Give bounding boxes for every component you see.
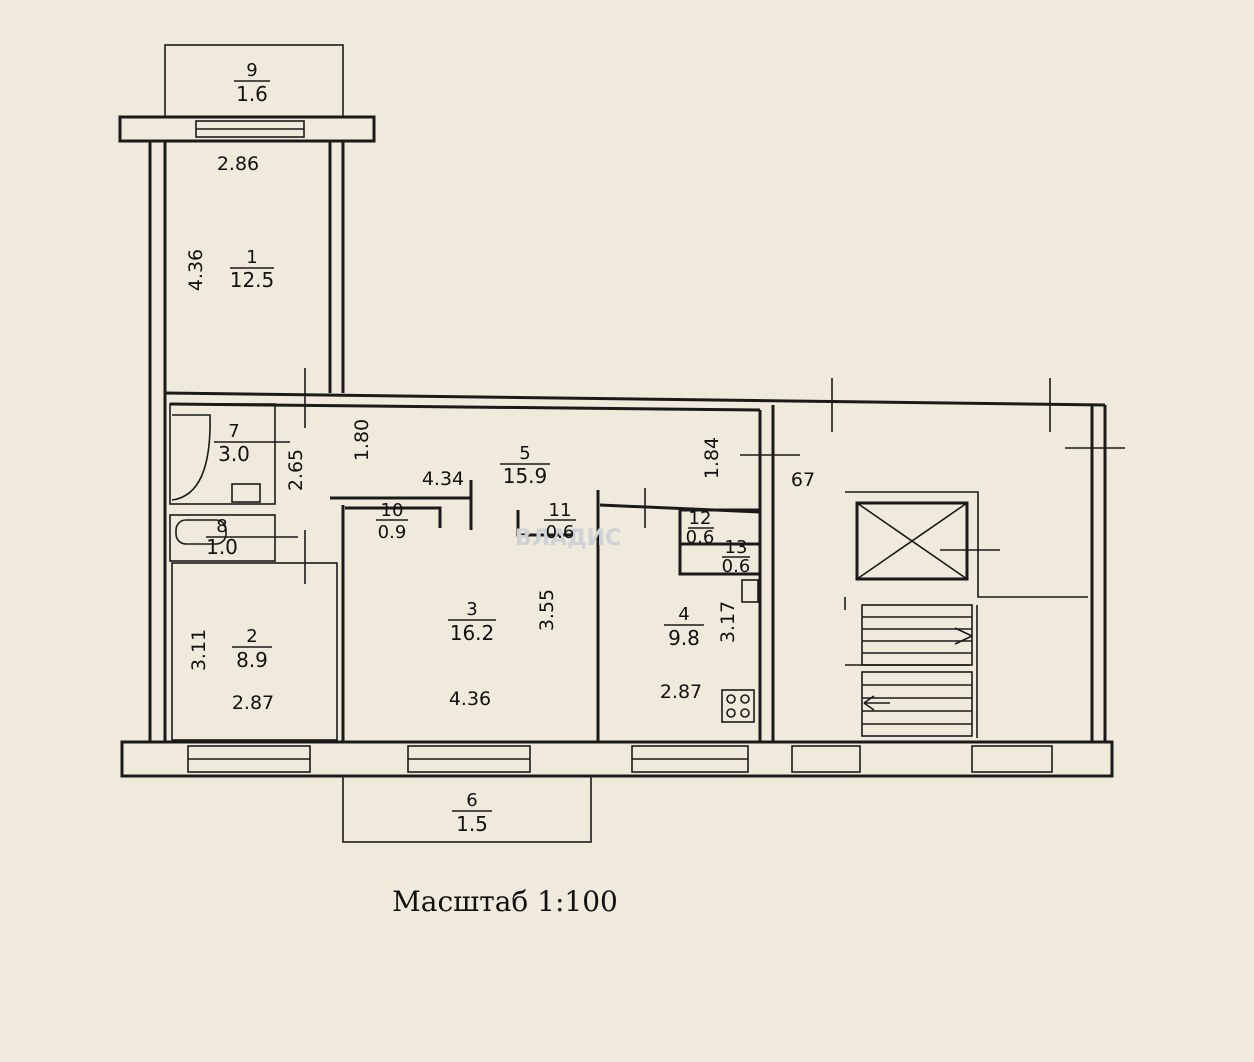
room-8-label: 8 1.0 [206,516,298,559]
room-1-label: 1 12.5 [230,247,275,292]
room-7-number: 7 [228,421,239,442]
dim-room-3-width: 4.36 [449,688,491,710]
room-12-area: 0.6 [686,527,715,548]
bathtub [171,414,211,501]
dimension-ticks [304,368,1125,584]
exterior-bottom-wall [120,740,1114,778]
dim-room-2-width: 2.87 [232,692,274,714]
kitchen-sink [741,579,759,603]
dim-partial: 67 [791,469,815,491]
room-labels: 9 1.6 1 12.5 7 3.0 8 1.0 5 15.9 10 0.9 [206,60,750,836]
room-4-label: 4 9.8 [664,604,704,650]
room-1-number: 1 [246,247,257,268]
room-5-label: 5 15.9 [500,443,550,488]
room-10-area: 0.9 [378,522,407,543]
room-7-area: 3.0 [218,442,250,466]
room-13-label: 13 0.6 [722,537,751,577]
room-11-label: 11 0.6 [544,500,576,543]
dim-room-4-length: 3.17 [717,601,739,643]
room-9-number: 9 [246,60,257,81]
watermark-text: ВЛАДИС [515,526,621,551]
dim-corridor-length: 4.34 [422,468,464,490]
room-8-number: 8 [216,516,227,537]
scale-caption: Масштаб 1:100 [392,885,618,918]
room-13-area: 0.6 [722,556,751,577]
room-1-top-wall [118,115,376,143]
room-9-area: 1.6 [236,82,268,106]
walls [118,44,1125,843]
room-5-area: 15.9 [503,464,548,488]
room-2-number: 2 [246,626,257,647]
dim-room-4-width: 2.87 [660,681,702,703]
room-10-number: 10 [381,500,404,521]
room-8-area: 1.0 [206,535,238,559]
balcony-6-outline [342,775,592,843]
staircase [861,604,973,737]
room-12-number: 12 [689,508,712,529]
wc-8-outline [169,514,276,562]
stair-window-right [971,745,1053,773]
room-11-number: 11 [549,500,572,521]
sink [231,483,261,503]
dim-kitchen-depth: 1.84 [701,437,723,479]
room-12-label: 12 0.6 [686,508,715,548]
room-2-label: 2 8.9 [232,626,272,672]
bathroom-7-outline [169,403,276,505]
room-3-area: 16.2 [450,621,495,645]
room-10-label: 10 0.9 [376,500,408,543]
toilet [175,519,227,545]
room-7-label: 7 3.0 [214,421,290,466]
room-6-number: 6 [466,790,477,811]
dimension-labels: 2.86 4.36 1.80 2.65 4.34 1.84 67 3.11 2.… [185,153,815,714]
room-13-number: 13 [725,537,748,558]
room-11-area: 0.6 [546,522,575,543]
room-2-outline [171,562,338,741]
dim-room-2-length: 3.11 [188,629,210,671]
room-6-label: 6 1.5 [452,790,492,836]
room-6-area: 1.5 [456,812,488,836]
stair-window-left [791,745,861,773]
dim-hall-depth: 1.80 [351,419,373,461]
room-9-label: 9 1.6 [234,60,270,106]
stove [721,689,755,723]
dim-room-1-width: 2.86 [217,153,259,175]
room-3-number: 3 [466,599,477,620]
dim-bath-length: 2.65 [285,449,307,491]
room-1-area: 12.5 [230,268,275,292]
room-2-area: 8.9 [236,648,268,672]
room-4-number: 4 [678,604,689,625]
room-5-number: 5 [519,443,530,464]
elevator-shaft [855,501,969,581]
dim-room-3-length: 3.55 [536,589,558,631]
room-4-area: 9.8 [668,626,700,650]
dim-room-1-length: 4.36 [185,249,207,291]
room-3-label: 3 16.2 [448,599,496,645]
fixtures [171,414,759,723]
closet-13-outline [678,542,762,576]
